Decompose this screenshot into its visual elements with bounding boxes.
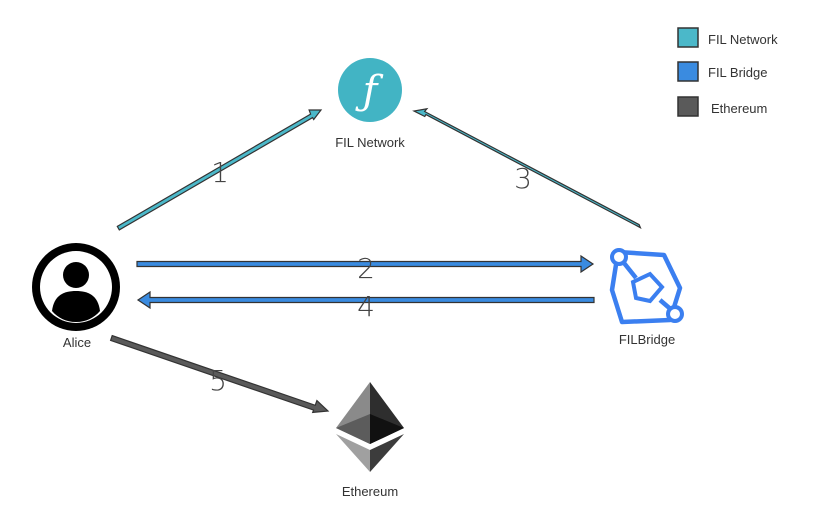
- user-avatar-icon: [32, 243, 120, 331]
- legend: FIL Network FIL Bridge Ethereum: [677, 27, 778, 117]
- arrow-3: 3: [412, 107, 642, 230]
- arrow-5: 5: [109, 334, 330, 414]
- legend-item-ethereum: Ethereum: [677, 96, 767, 117]
- legend-swatch: [677, 61, 699, 82]
- arrow-1: 1: [116, 109, 323, 231]
- step-number-1: 1: [211, 156, 229, 189]
- arrow-2: 2: [136, 252, 595, 285]
- step-number-3: 3: [514, 162, 532, 195]
- legend-swatch: [677, 96, 699, 117]
- step-number-5: 5: [209, 364, 227, 397]
- node-label-alice: Alice: [63, 335, 91, 350]
- node-fil-network: ƒ FIL Network: [335, 58, 405, 150]
- ethereum-logo-icon: [336, 382, 404, 472]
- node-alice: Alice: [32, 243, 120, 350]
- legend-item-fil-network: FIL Network: [677, 27, 778, 48]
- legend-label: FIL Bridge: [708, 65, 768, 80]
- node-ethereum: Ethereum: [336, 382, 404, 499]
- legend-swatch: [677, 27, 699, 48]
- step-number-4: 4: [357, 290, 375, 323]
- node-label-ethereum: Ethereum: [342, 484, 398, 499]
- legend-label: FIL Network: [708, 32, 778, 47]
- legend-label: Ethereum: [711, 101, 767, 116]
- node-filbridge: FILBridge: [609, 248, 684, 347]
- legend-item-fil-bridge: FIL Bridge: [677, 61, 768, 82]
- node-label-fil-network: FIL Network: [335, 135, 405, 150]
- arrow-4: 4: [136, 290, 595, 323]
- filbridge-logo-icon: [609, 248, 684, 325]
- step-number-2: 2: [357, 252, 375, 285]
- filecoin-logo-icon: ƒ: [338, 58, 402, 122]
- node-label-filbridge: FILBridge: [619, 332, 675, 347]
